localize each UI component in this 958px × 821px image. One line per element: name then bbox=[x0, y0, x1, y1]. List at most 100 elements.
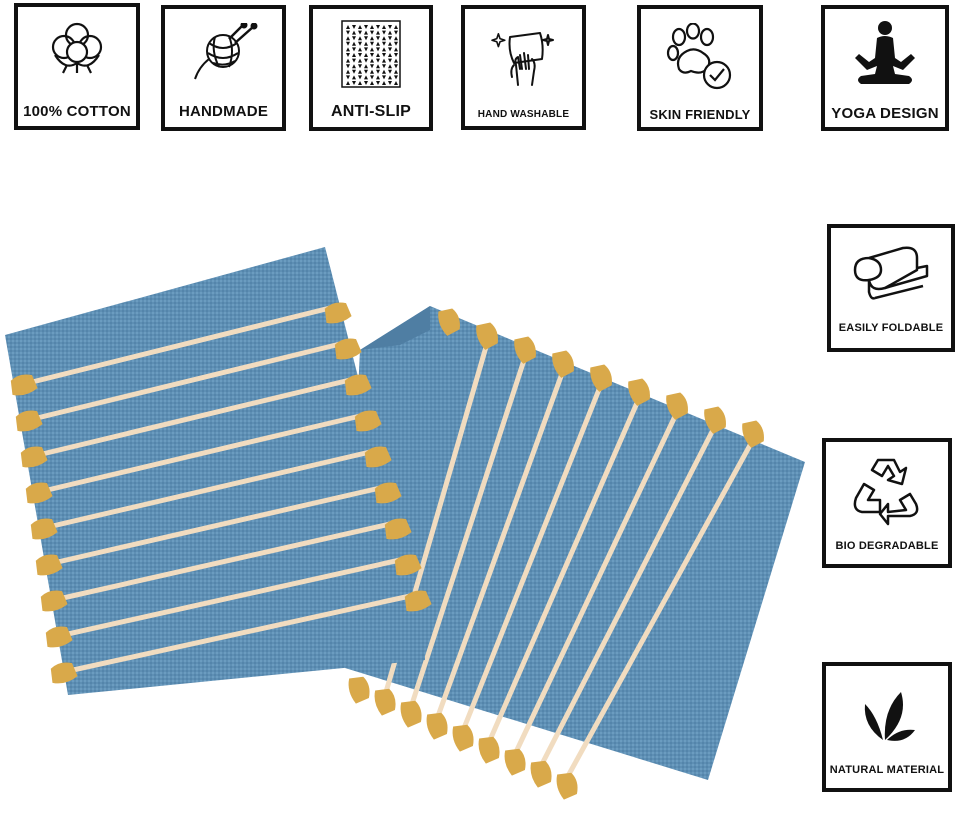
grip-triangle bbox=[352, 47, 356, 52]
grip-triangle bbox=[370, 69, 374, 74]
tassel bbox=[374, 482, 402, 504]
grip-triangle bbox=[376, 69, 380, 74]
grip-triangle bbox=[394, 47, 398, 52]
grip-triangle bbox=[388, 47, 392, 52]
grip-triangle bbox=[364, 69, 368, 74]
grip-triangle bbox=[388, 25, 392, 29]
tassel bbox=[364, 446, 392, 468]
tassel bbox=[530, 760, 552, 788]
tassel bbox=[426, 712, 448, 740]
grip-triangle bbox=[394, 30, 398, 35]
grip-triangle bbox=[388, 53, 392, 57]
badge-skin-friendly: SKIN FRIENDLY bbox=[637, 5, 763, 131]
grip-triangle bbox=[388, 69, 392, 74]
tassel bbox=[374, 688, 396, 716]
cotton-flower-icon bbox=[45, 19, 109, 77]
tassel bbox=[438, 308, 460, 336]
grip-triangle bbox=[346, 25, 350, 29]
grip-triangle bbox=[370, 47, 374, 52]
grip-triangle bbox=[364, 30, 368, 35]
grip-triangle bbox=[346, 53, 350, 57]
tassel bbox=[20, 446, 48, 468]
grip-triangle bbox=[358, 58, 362, 63]
grip-triangle bbox=[364, 64, 368, 69]
mat-right bbox=[345, 306, 805, 800]
stripe bbox=[36, 413, 363, 495]
badge-label: YOGA DESIGN bbox=[831, 105, 939, 122]
grip-triangle bbox=[358, 75, 362, 80]
product-photo-mats bbox=[5, 247, 805, 800]
grip-triangle bbox=[352, 58, 356, 63]
grip-triangle bbox=[388, 58, 392, 63]
badge-label: HAND WASHABLE bbox=[477, 109, 570, 120]
grip-triangle bbox=[346, 41, 350, 46]
grip-triangle bbox=[352, 30, 356, 35]
paw-check-icon bbox=[665, 23, 735, 91]
grip-triangle bbox=[376, 58, 380, 63]
stripe bbox=[56, 557, 403, 639]
grip-triangle bbox=[376, 81, 380, 85]
badge-natural-material: NATURAL MATERIAL bbox=[822, 662, 952, 792]
grip-triangle bbox=[364, 41, 368, 46]
grip-triangle bbox=[382, 81, 386, 85]
grip-triangle bbox=[352, 64, 356, 69]
grip-triangle bbox=[376, 25, 380, 29]
grip-triangle bbox=[394, 75, 398, 80]
grip-triangle bbox=[382, 64, 386, 69]
grip-triangle bbox=[370, 64, 374, 69]
grip-triangle bbox=[388, 36, 392, 41]
grip-triangle bbox=[376, 64, 380, 69]
tassel bbox=[590, 364, 612, 392]
grip-triangle bbox=[352, 69, 356, 74]
grip-triangle bbox=[394, 69, 398, 74]
triangle-grip-pattern-icon bbox=[341, 20, 401, 88]
badge-handmade: HANDMADE bbox=[161, 5, 286, 131]
tassel bbox=[476, 322, 498, 350]
tassel bbox=[35, 554, 63, 576]
stripe bbox=[61, 593, 413, 675]
tassel bbox=[45, 626, 73, 648]
badge-yoga-design: YOGA DESIGN bbox=[821, 5, 949, 131]
grip-triangle bbox=[346, 30, 350, 35]
badge-label: EASILY FOLDABLE bbox=[838, 322, 944, 334]
tassel bbox=[15, 410, 43, 432]
tassel bbox=[40, 590, 68, 612]
tassel bbox=[394, 554, 422, 576]
stripe bbox=[513, 407, 681, 755]
grip-triangle bbox=[358, 41, 362, 46]
recycle-arrows-icon bbox=[848, 454, 926, 526]
grip-triangle bbox=[394, 64, 398, 69]
stripe bbox=[539, 421, 719, 767]
tassel bbox=[354, 410, 382, 432]
tassel bbox=[742, 420, 764, 448]
grip-triangle bbox=[370, 58, 374, 63]
grip-triangle bbox=[364, 53, 368, 57]
grip-triangle bbox=[358, 64, 362, 69]
stripe bbox=[461, 379, 605, 731]
grip-triangle bbox=[382, 53, 386, 57]
grip-triangle bbox=[370, 81, 374, 85]
grip-triangle bbox=[358, 36, 362, 41]
badge-label: NATURAL MATERIAL bbox=[829, 764, 945, 776]
grip-triangle bbox=[346, 81, 350, 85]
tassel bbox=[478, 736, 500, 764]
grip-triangle bbox=[346, 58, 350, 63]
grip-triangle bbox=[364, 75, 368, 80]
grip-triangle bbox=[358, 25, 362, 29]
grip-triangle bbox=[394, 53, 398, 57]
grip-triangle bbox=[352, 81, 356, 85]
grip-triangle bbox=[388, 30, 392, 35]
folded-towel-icon bbox=[851, 240, 931, 304]
grip-triangle bbox=[394, 41, 398, 46]
grip-triangle bbox=[346, 75, 350, 80]
tassel bbox=[400, 700, 422, 728]
stripe bbox=[565, 435, 757, 779]
grip-triangle bbox=[388, 64, 392, 69]
stripe bbox=[409, 351, 529, 707]
stripe bbox=[51, 521, 393, 603]
grip-triangle bbox=[394, 36, 398, 41]
grip-triangle bbox=[382, 36, 386, 41]
badge-anti-slip: ANTI-SLIP bbox=[309, 5, 433, 131]
badge-label: SKIN FRIENDLY bbox=[649, 107, 751, 122]
grip-triangle bbox=[352, 36, 356, 41]
